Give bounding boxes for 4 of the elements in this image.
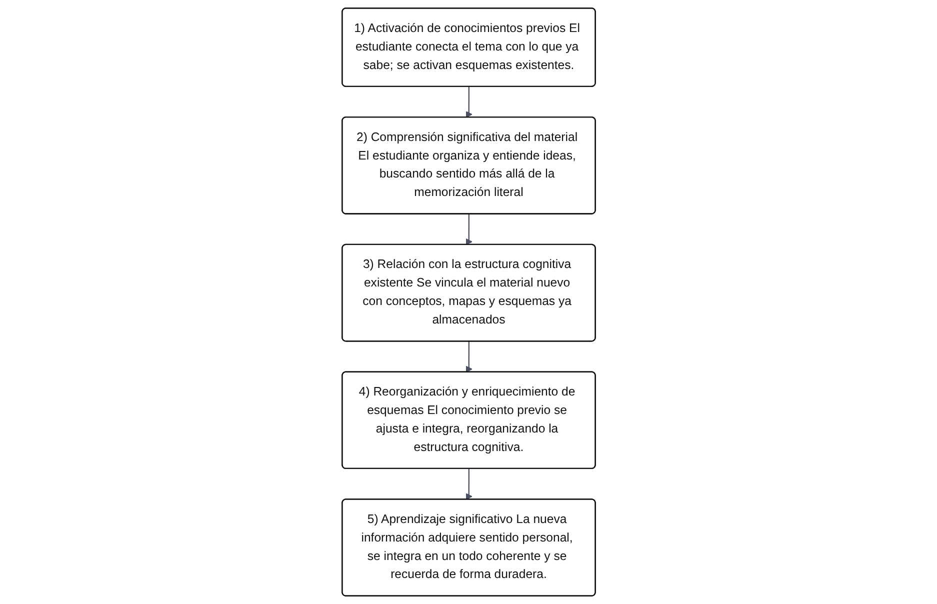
arrow bbox=[465, 340, 472, 372]
arrow bbox=[465, 468, 472, 500]
arrow bbox=[465, 86, 472, 118]
arrow bbox=[465, 214, 472, 246]
